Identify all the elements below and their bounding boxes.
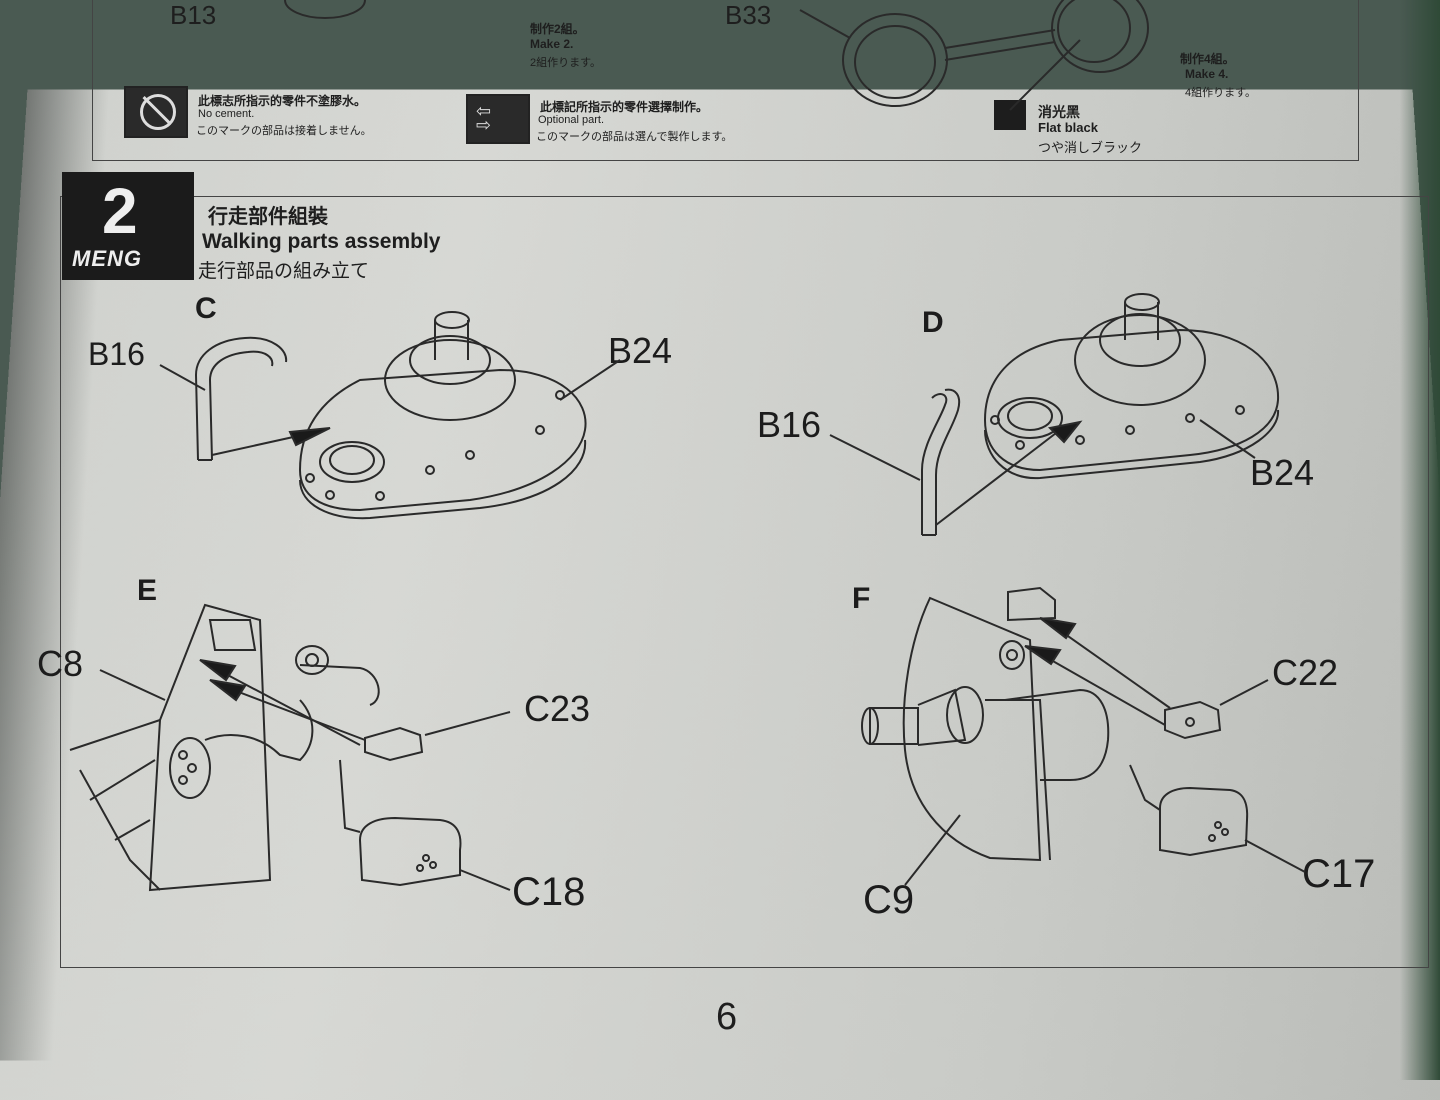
assembly-c-drawing <box>159 311 621 520</box>
no-cement-cn: 此標志所指示的零件不塗膠水。 <box>198 94 367 108</box>
no-cement-en: No cement. <box>198 108 255 120</box>
subassembly-label-c: C <box>195 292 217 325</box>
optional-part-icon: ⇦⇨ <box>466 94 530 144</box>
part-label-d-b16: B16 <box>757 404 822 445</box>
page-number: 6 <box>716 996 738 1038</box>
brand-logo: MENG <box>72 246 142 271</box>
optional-cn: 此標記所指示的零件選擇制作。 <box>540 100 709 114</box>
part-label-e-c18: C18 <box>512 870 586 914</box>
subassembly-label-e: E <box>137 574 158 607</box>
assembly-e-drawing <box>69 603 511 892</box>
optional-jp: このマークの部品は選んで製作します。 <box>536 131 733 143</box>
step-title-jp: 走行部品の組み立て <box>198 261 370 282</box>
subassembly-label-f: F <box>852 582 871 615</box>
part-label-f-c17: C17 <box>1302 852 1376 896</box>
assembly-d-drawing <box>829 293 1280 536</box>
part-label-c-b16: B16 <box>88 336 145 372</box>
step-title-en: Walking parts assembly <box>202 230 441 253</box>
wheel-drawing <box>284 0 1149 111</box>
step-title-cn: 行走部件組裝 <box>208 206 328 228</box>
flat-black-cn: 消光黑 <box>1038 104 1080 120</box>
step-number: 2 <box>102 175 138 247</box>
optional-en: Optional part. <box>538 114 605 126</box>
background-edge <box>1400 0 1440 1080</box>
assembly-f-drawing <box>861 586 1306 886</box>
flat-black-jp: つや消しブラック <box>1038 140 1143 155</box>
no-cement-jp: このマークの部品は接着しません。 <box>196 125 372 137</box>
make2-en: Make 2. <box>530 37 574 51</box>
make2-jp: 2組作ります。 <box>530 57 602 69</box>
part-label-d-b24: B24 <box>1250 452 1315 493</box>
part-label-f-c22: C22 <box>1272 652 1339 693</box>
paint-swatch-icon <box>994 100 1026 130</box>
make4-cn: 制作4組。 <box>1180 52 1235 66</box>
part-label-e-c8: C8 <box>37 643 84 684</box>
make4-jp: 4組作ります。 <box>1185 87 1257 99</box>
top-section-frame <box>92 0 1359 161</box>
step-2-frame <box>60 196 1429 968</box>
flat-black-en: Flat black <box>1038 120 1098 135</box>
subassembly-label-d: D <box>922 306 944 339</box>
part-label-b13: B13 <box>170 0 217 30</box>
make4-en: Make 4. <box>1185 67 1229 81</box>
part-label-b33: B33 <box>725 0 772 30</box>
step-number-badge: 2 MENG <box>62 172 194 280</box>
no-cement-icon <box>124 86 188 138</box>
make2-cn: 制作2組。 <box>530 22 585 36</box>
part-label-e-c23: C23 <box>524 688 591 729</box>
part-label-c-b24: B24 <box>608 330 673 371</box>
